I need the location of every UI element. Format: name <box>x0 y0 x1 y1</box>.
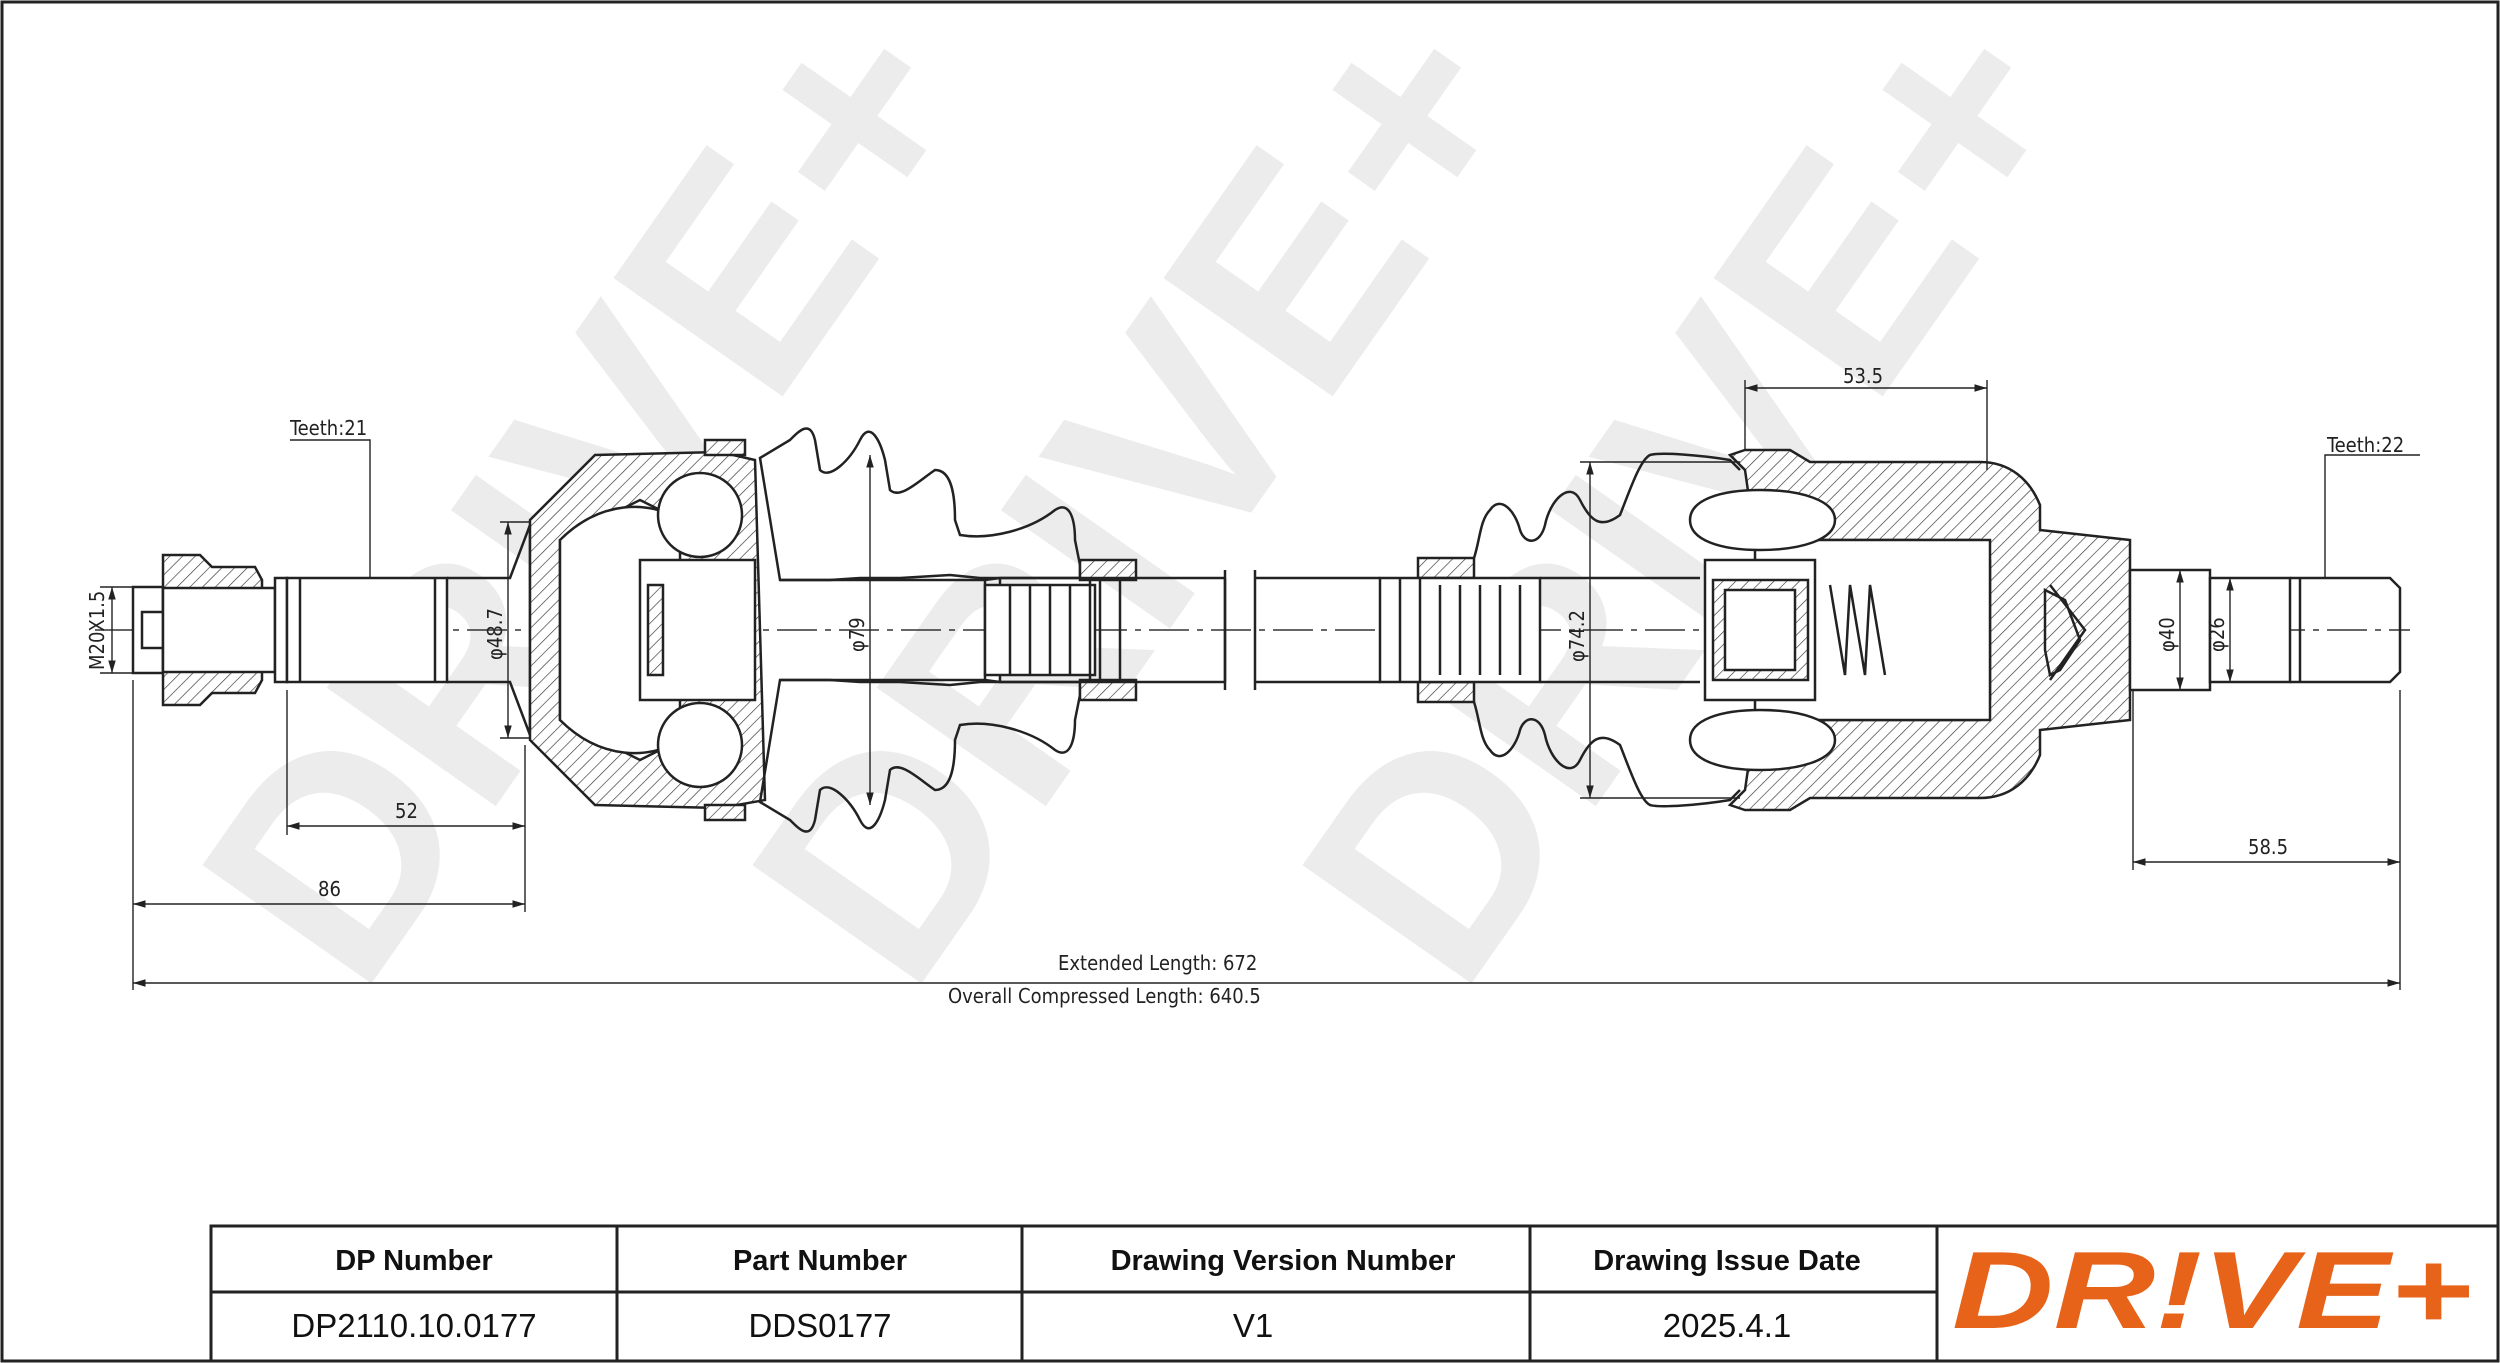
drive-logo: DR!VE+ <box>1952 1229 2472 1352</box>
len-86-label: 86 <box>318 877 341 901</box>
header-dp-number: DP Number <box>335 1245 492 1277</box>
value-dp-number: DP2110.10.0177 <box>291 1307 536 1344</box>
extended-length-label: Extended Length: 672 <box>1058 951 1257 975</box>
len-53-5-label: 53.5 <box>1843 364 1883 388</box>
header-part-number: Part Number <box>733 1245 907 1277</box>
teeth-right-label: Teeth:22 <box>2326 433 2404 457</box>
dia-79-label: φ79 <box>845 617 869 652</box>
value-drawing-version: V1 <box>1233 1307 1273 1344</box>
dimension-labels: Teeth:21 Teeth:22 M20X1.5 φ48.7 φ79 φ74.… <box>85 364 2404 1008</box>
len-58-5-label: 58.5 <box>2248 835 2288 859</box>
dia-74-2-label: φ74.2 <box>1565 610 1589 662</box>
dia-26-label: φ26 <box>2205 617 2229 652</box>
header-issue-date: Drawing Issue Date <box>1593 1245 1861 1277</box>
title-block: DP Number Part Number Drawing Version Nu… <box>209 1224 2500 1363</box>
dimension-lines <box>100 380 2420 990</box>
teeth-left-label: Teeth:21 <box>289 416 367 440</box>
dia-48-7-label: φ48.7 <box>483 608 507 660</box>
shaft-geometry <box>131 427 2402 833</box>
header-drawing-version: Drawing Version Number <box>1111 1245 1456 1277</box>
dia-40-label: φ40 <box>2155 617 2179 652</box>
len-52-label: 52 <box>395 799 418 823</box>
value-issue-date: 2025.4.1 <box>1663 1307 1791 1344</box>
compressed-length-label: Overall Compressed Length: 640.5 <box>948 984 1261 1008</box>
thread-label: M20X1.5 <box>85 591 109 670</box>
value-part-number: DDS0177 <box>748 1307 891 1344</box>
